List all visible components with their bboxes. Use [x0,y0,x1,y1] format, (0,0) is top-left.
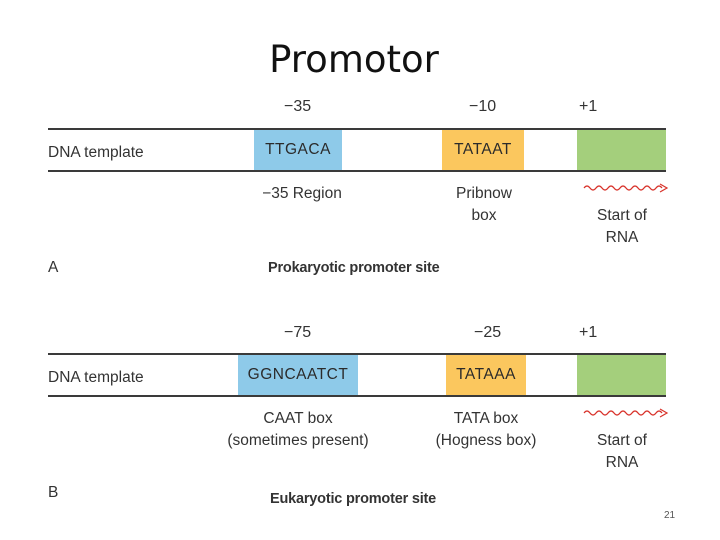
panel-letter-a: A [48,259,59,276]
start-site-box [577,355,666,395]
position-plus1: +1 [579,98,598,115]
dna-bottom-strand [48,170,666,172]
start-of-rna-label: Start of RNA [584,205,660,249]
tata-box: TATAAA [446,355,526,395]
minus35-box: TTGACA [254,130,342,170]
start-line-2: RNA [605,229,639,246]
position-plus1: +1 [579,324,598,341]
prokaryotic-caption: Prokaryotic promoter site [268,260,440,276]
dna-top-strand [48,353,666,355]
start-line-1: Start of [597,207,647,224]
caat-box: GGNCAATCT [238,355,358,395]
pribnow-box: TATAAT [442,130,524,170]
start-site-box [577,130,666,170]
position-minus25: −25 [474,324,502,341]
start-line-1: Start of [597,432,647,449]
pribnow-line-2: box [471,207,497,224]
panel-a-prokaryotic: −35 −10 +1 DNA template TTGACA TATAAT −3… [48,98,669,276]
tata-line-1: TATA box [453,410,519,427]
position-minus75: −75 [284,324,312,341]
tata-line-2: (Hogness box) [435,432,537,449]
dna-top-strand [48,128,666,130]
position-minus10: −10 [469,98,497,115]
pribnow-box-label: Pribnow box [443,183,525,227]
page-title: Promotor [269,38,439,81]
eukaryotic-caption: Eukaryotic promoter site [270,491,437,507]
panel-b-eukaryotic: −75 −25 +1 DNA template GGNCAATCT TATAAA… [0,290,720,520]
minus35-region-label: −35 Region [262,185,342,202]
position-minus35: −35 [284,98,312,115]
page-number: 21 [664,510,676,521]
pribnow-line-1: Pribnow [456,185,512,202]
rna-arrow [583,183,669,193]
panel-letter-b: B [48,484,59,501]
rna-arrow [583,408,669,418]
caat-line-1: CAAT box [263,410,333,427]
start-of-rna-label: Start of RNA [584,430,660,474]
caat-line-2: (sometimes present) [227,432,369,449]
dna-template-label: DNA template [48,369,144,386]
tata-box-label: TATA box (Hogness box) [430,408,542,452]
caat-box-label: CAAT box (sometimes present) [220,408,376,452]
dna-bottom-strand [48,395,666,397]
start-line-2: RNA [605,454,639,471]
dna-template-label: DNA template [48,144,144,161]
